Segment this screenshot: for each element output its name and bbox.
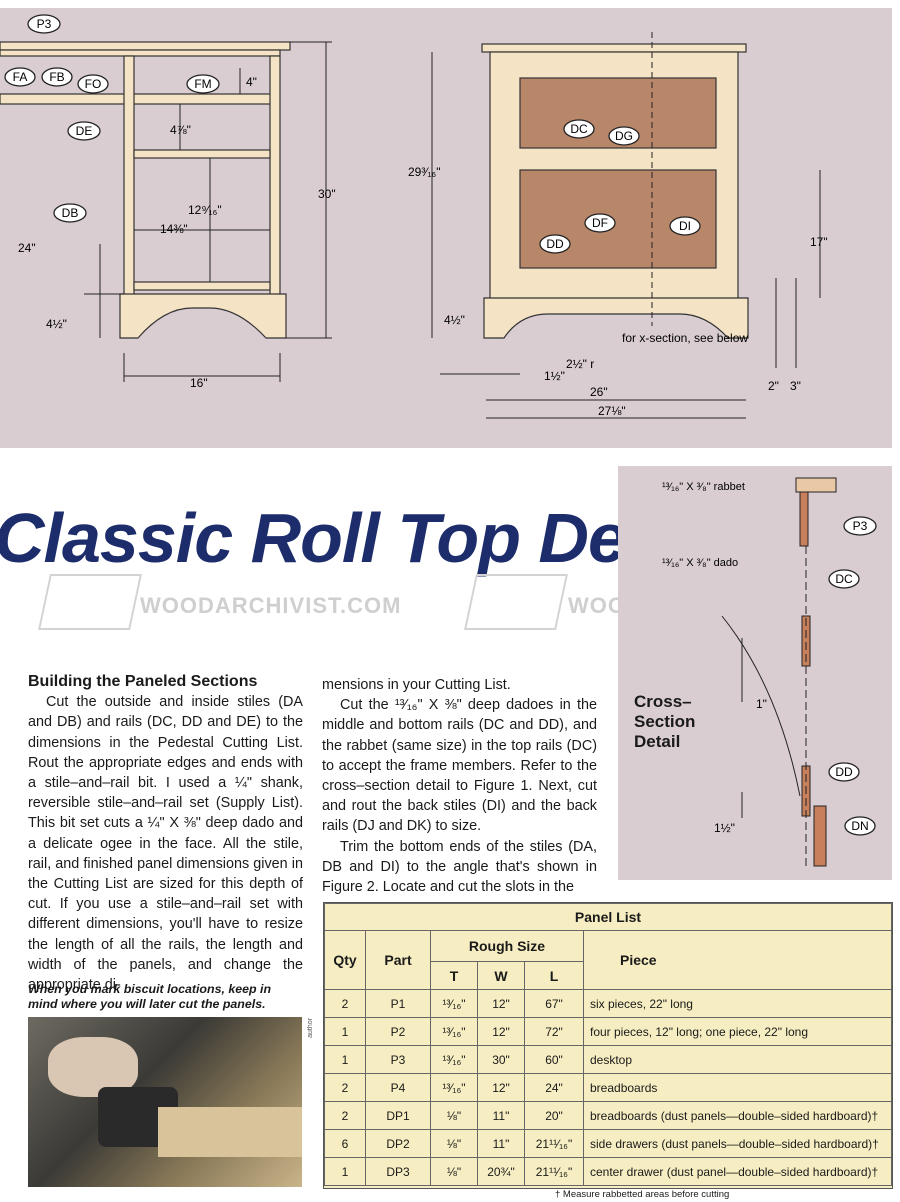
col-w: W <box>477 961 525 990</box>
dim-16: 16" <box>190 376 208 390</box>
label-db: DB <box>62 206 79 220</box>
photo-credit: author <box>307 1018 314 1038</box>
paragraph: Cut the outside and inside stiles (DA an… <box>28 694 303 994</box>
label-dg: DG <box>615 129 633 143</box>
dim-12-9-16: 12⁹⁄₁₆" <box>188 203 222 217</box>
watermark-text: WOODARCHIVIST.COM <box>140 593 402 618</box>
right-labels: DC DG DF DI DD <box>539 119 701 254</box>
label-dd: DD <box>546 237 564 251</box>
dim-30: 30" <box>318 187 336 201</box>
dim-27-1-8: 27⅛" <box>598 404 626 418</box>
watermark-logo-icon <box>38 574 142 630</box>
label-di: DI <box>679 219 691 233</box>
label-fa: FA <box>13 70 28 84</box>
col-piece: Piece <box>583 930 892 990</box>
label-dc-cross: DC <box>835 572 853 586</box>
article-title: Classic Roll Top Desk <box>0 499 703 577</box>
dim-24: 24" <box>18 241 36 255</box>
dim-26: 26" <box>590 385 608 399</box>
label-df: DF <box>592 216 608 230</box>
workpiece <box>158 1107 302 1157</box>
dim-1-1-2: 1½" <box>544 369 565 383</box>
col-part: Part <box>365 930 431 990</box>
label-de: DE <box>76 124 93 138</box>
xsection-note: for x-section, see below <box>622 331 748 345</box>
panel-list-title: Panel List <box>324 903 892 931</box>
dim-4-7-8: 4⅞" <box>170 123 191 137</box>
panel-list-table: Panel List Qty Part Rough Size Piece T W… <box>323 902 893 1189</box>
paragraph: Cut the ¹³⁄₁₆" X ⅜" deep dadoes in the m… <box>322 697 597 835</box>
cross-section-drawing: ¹³⁄₁₆" X ³⁄₈" rabbet ¹³⁄₁₆" X ³⁄₈" dado … <box>662 477 877 867</box>
paragraph: mensions in your Cutting List. <box>322 677 511 693</box>
label-dc: DC <box>570 122 588 136</box>
label-dn-cross: DN <box>851 819 868 833</box>
dim-14-3-8: 14⅜" <box>160 222 188 236</box>
dim-4: 4" <box>246 75 257 89</box>
rabbet-note: ¹³⁄₁₆" X ³⁄₈" rabbet <box>662 481 745 493</box>
table-footnote: † Measure rabbetted areas before cutting <box>555 1189 730 1200</box>
dim-4-1-2: 4½" <box>46 317 67 331</box>
col-t: T <box>430 961 478 990</box>
dim-4-1-2-right: 4½" <box>444 313 465 327</box>
desk-pedestal-drawing: 30" 24" 16" 14⅜" 12⁹⁄₁₆" 4⅞" 4" 4½" P3 F… <box>0 14 828 419</box>
photo-biscuit-joiner <box>28 1017 302 1187</box>
left-labels: P3 FA FB FO FM DE DB <box>4 14 220 223</box>
col-rough-size: Rough Size <box>430 930 584 962</box>
label-p3-cross: P3 <box>853 519 868 533</box>
label-fo: FO <box>85 77 102 91</box>
dado-note: ¹³⁄₁₆" X ³⁄₈" dado <box>662 557 738 569</box>
plan-drawings: 30" 24" 16" 14⅜" 12⁹⁄₁₆" 4⅞" 4" 4½" P3 F… <box>0 8 892 448</box>
article-column-2: mensions in your Cutting List. Cut the ¹… <box>322 675 597 897</box>
label-p3: P3 <box>37 17 52 31</box>
col-l: L <box>524 961 584 990</box>
dim-1-inch: 1" <box>756 697 767 711</box>
dim-17: 17" <box>810 235 828 249</box>
col-qty: Qty <box>324 930 366 990</box>
label-fb: FB <box>49 70 64 84</box>
dim-29-3-16: 29³⁄₁₆" <box>408 165 441 179</box>
dim-1-1-2-inch: 1½" <box>714 821 735 835</box>
paragraph: Trim the bottom ends of the stiles (DA, … <box>322 838 597 896</box>
label-dd-cross: DD <box>835 765 853 779</box>
article-column-1: Building the Paneled Sections Cut the ou… <box>28 672 303 995</box>
photo-caption: When you mark biscuit locations, keep in… <box>28 982 272 1011</box>
label-fm: FM <box>194 77 211 91</box>
section-heading: Building the Paneled Sections <box>28 673 258 690</box>
dim-2-1-2-r: 2½" r <box>566 357 594 371</box>
dim-3: 3" <box>790 379 801 393</box>
dim-2: 2" <box>768 379 779 393</box>
cross-section-heading: Cross– Section Detail <box>634 692 696 751</box>
watermark-logo-icon <box>464 574 568 630</box>
cross-section-detail: ¹³⁄₁₆" X ³⁄₈" rabbet ¹³⁄₁₆" X ³⁄₈" dado … <box>618 466 892 880</box>
